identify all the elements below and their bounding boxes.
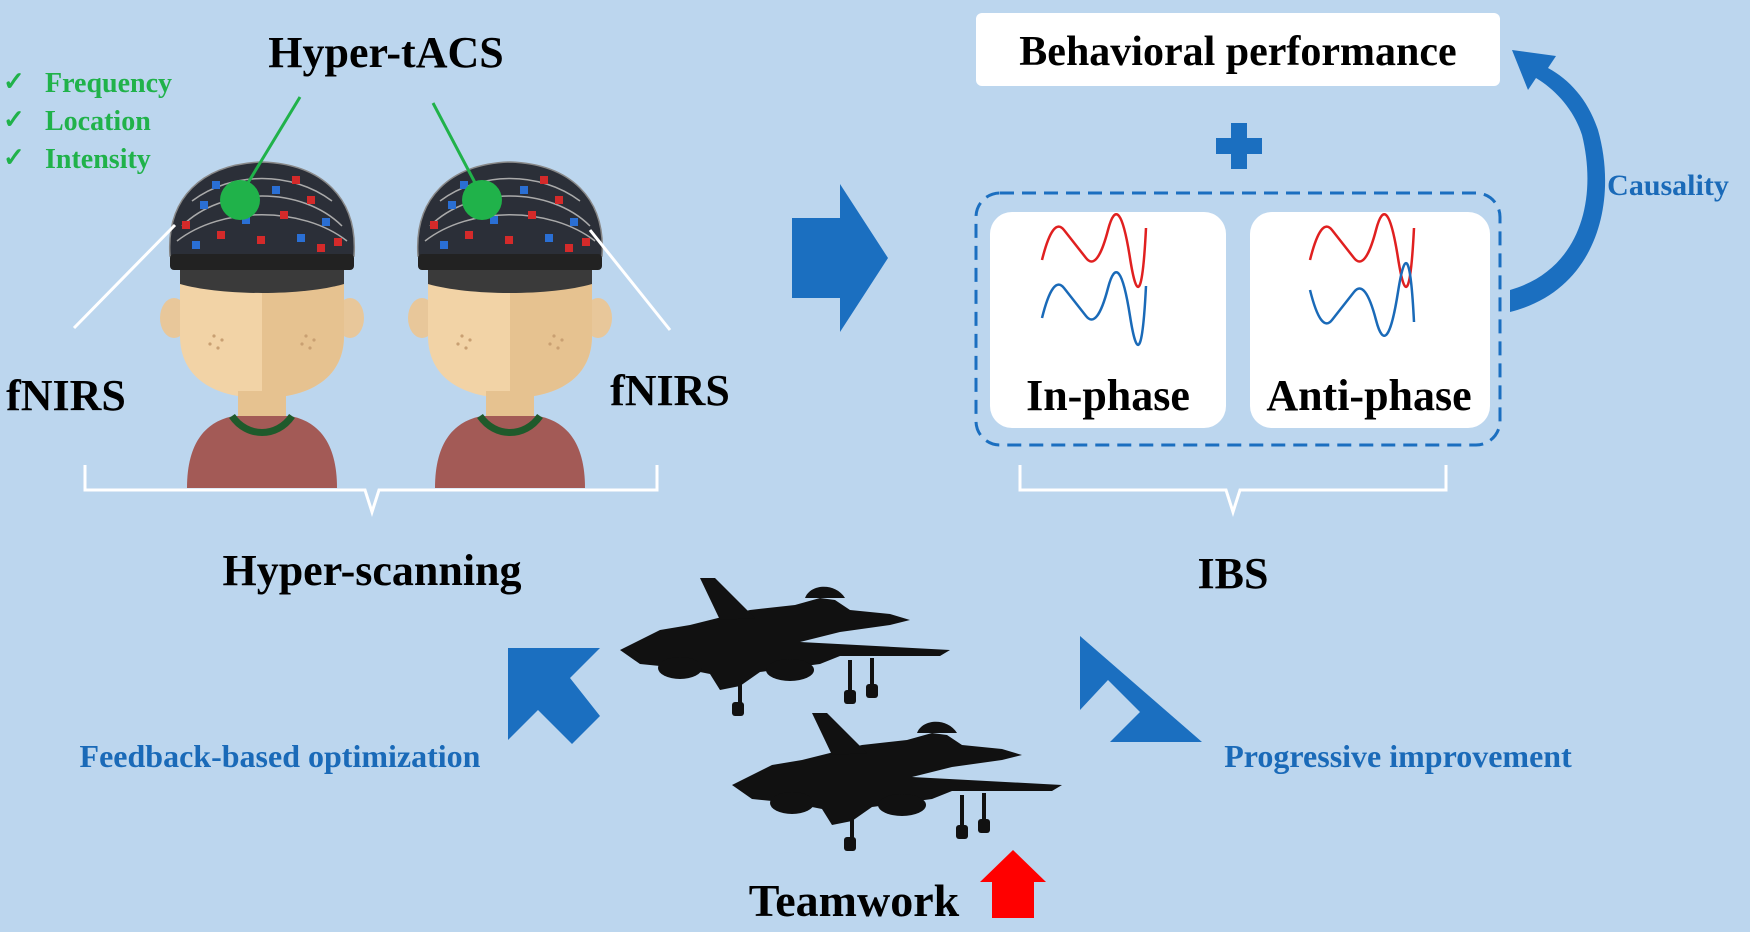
ibs-label: IBS (1198, 549, 1269, 598)
tacs-electrode-left (220, 180, 260, 220)
feedback-optimization-label: Feedback-based optimization (80, 738, 481, 774)
fnirs-pointer-line-left (72, 223, 177, 330)
teamwork-up-arrow-head (980, 850, 1046, 882)
feedback-arrow-icon (508, 648, 600, 744)
tacs-pointer-line-left (238, 96, 302, 197)
checklist-item-location: Location (45, 106, 151, 137)
behavioral-performance-box (976, 13, 1500, 86)
plus-icon (1216, 123, 1262, 169)
checklist-item-frequency: Frequency (45, 68, 172, 99)
hyper-scanning-label: Hyper-scanning (222, 546, 521, 595)
anti-phase-wave-red (1308, 213, 1416, 289)
tacs-parameter-checklist: ✓ Frequency ✓ Location ✓ Intensity (3, 67, 172, 175)
teamwork-up-arrow-icon (992, 872, 1034, 918)
ibs-dashed-container (974, 191, 1502, 447)
flow-arrow-right (792, 184, 888, 332)
progress-arrow-icon (1080, 636, 1202, 742)
hyper-scanning-brace (83, 465, 659, 517)
in-phase-wave-red (1040, 213, 1148, 289)
check-icon: ✓ (3, 67, 25, 96)
anti-phase-card (1250, 212, 1490, 428)
anti-phase-wave-blue (1308, 261, 1416, 337)
fnirs-label-right: fNIRS (610, 366, 730, 415)
tacs-electrode-right (462, 180, 502, 220)
causality-arrow (1510, 50, 1606, 312)
anti-phase-label: Anti-phase (1266, 371, 1471, 420)
progressive-improvement-label: Progressive improvement (1224, 738, 1572, 774)
check-icon: ✓ (3, 105, 25, 134)
teamwork-label: Teamwork (749, 875, 960, 926)
in-phase-label: In-phase (1026, 371, 1190, 420)
ibs-brace (1018, 465, 1448, 517)
in-phase-wave-blue (1040, 271, 1148, 347)
fnirs-label-left: fNIRS (6, 371, 126, 420)
fnirs-pointer-line-right (588, 229, 672, 331)
in-phase-card (990, 212, 1226, 428)
check-icon: ✓ (3, 143, 25, 172)
hyper-tacs-title: Hyper-tACS (268, 28, 503, 77)
behavioral-performance-label: Behavioral performance (1019, 29, 1456, 75)
tacs-pointer-line-right (431, 102, 484, 197)
causality-label: Causality (1607, 169, 1729, 202)
checklist-item-intensity: Intensity (45, 144, 151, 175)
